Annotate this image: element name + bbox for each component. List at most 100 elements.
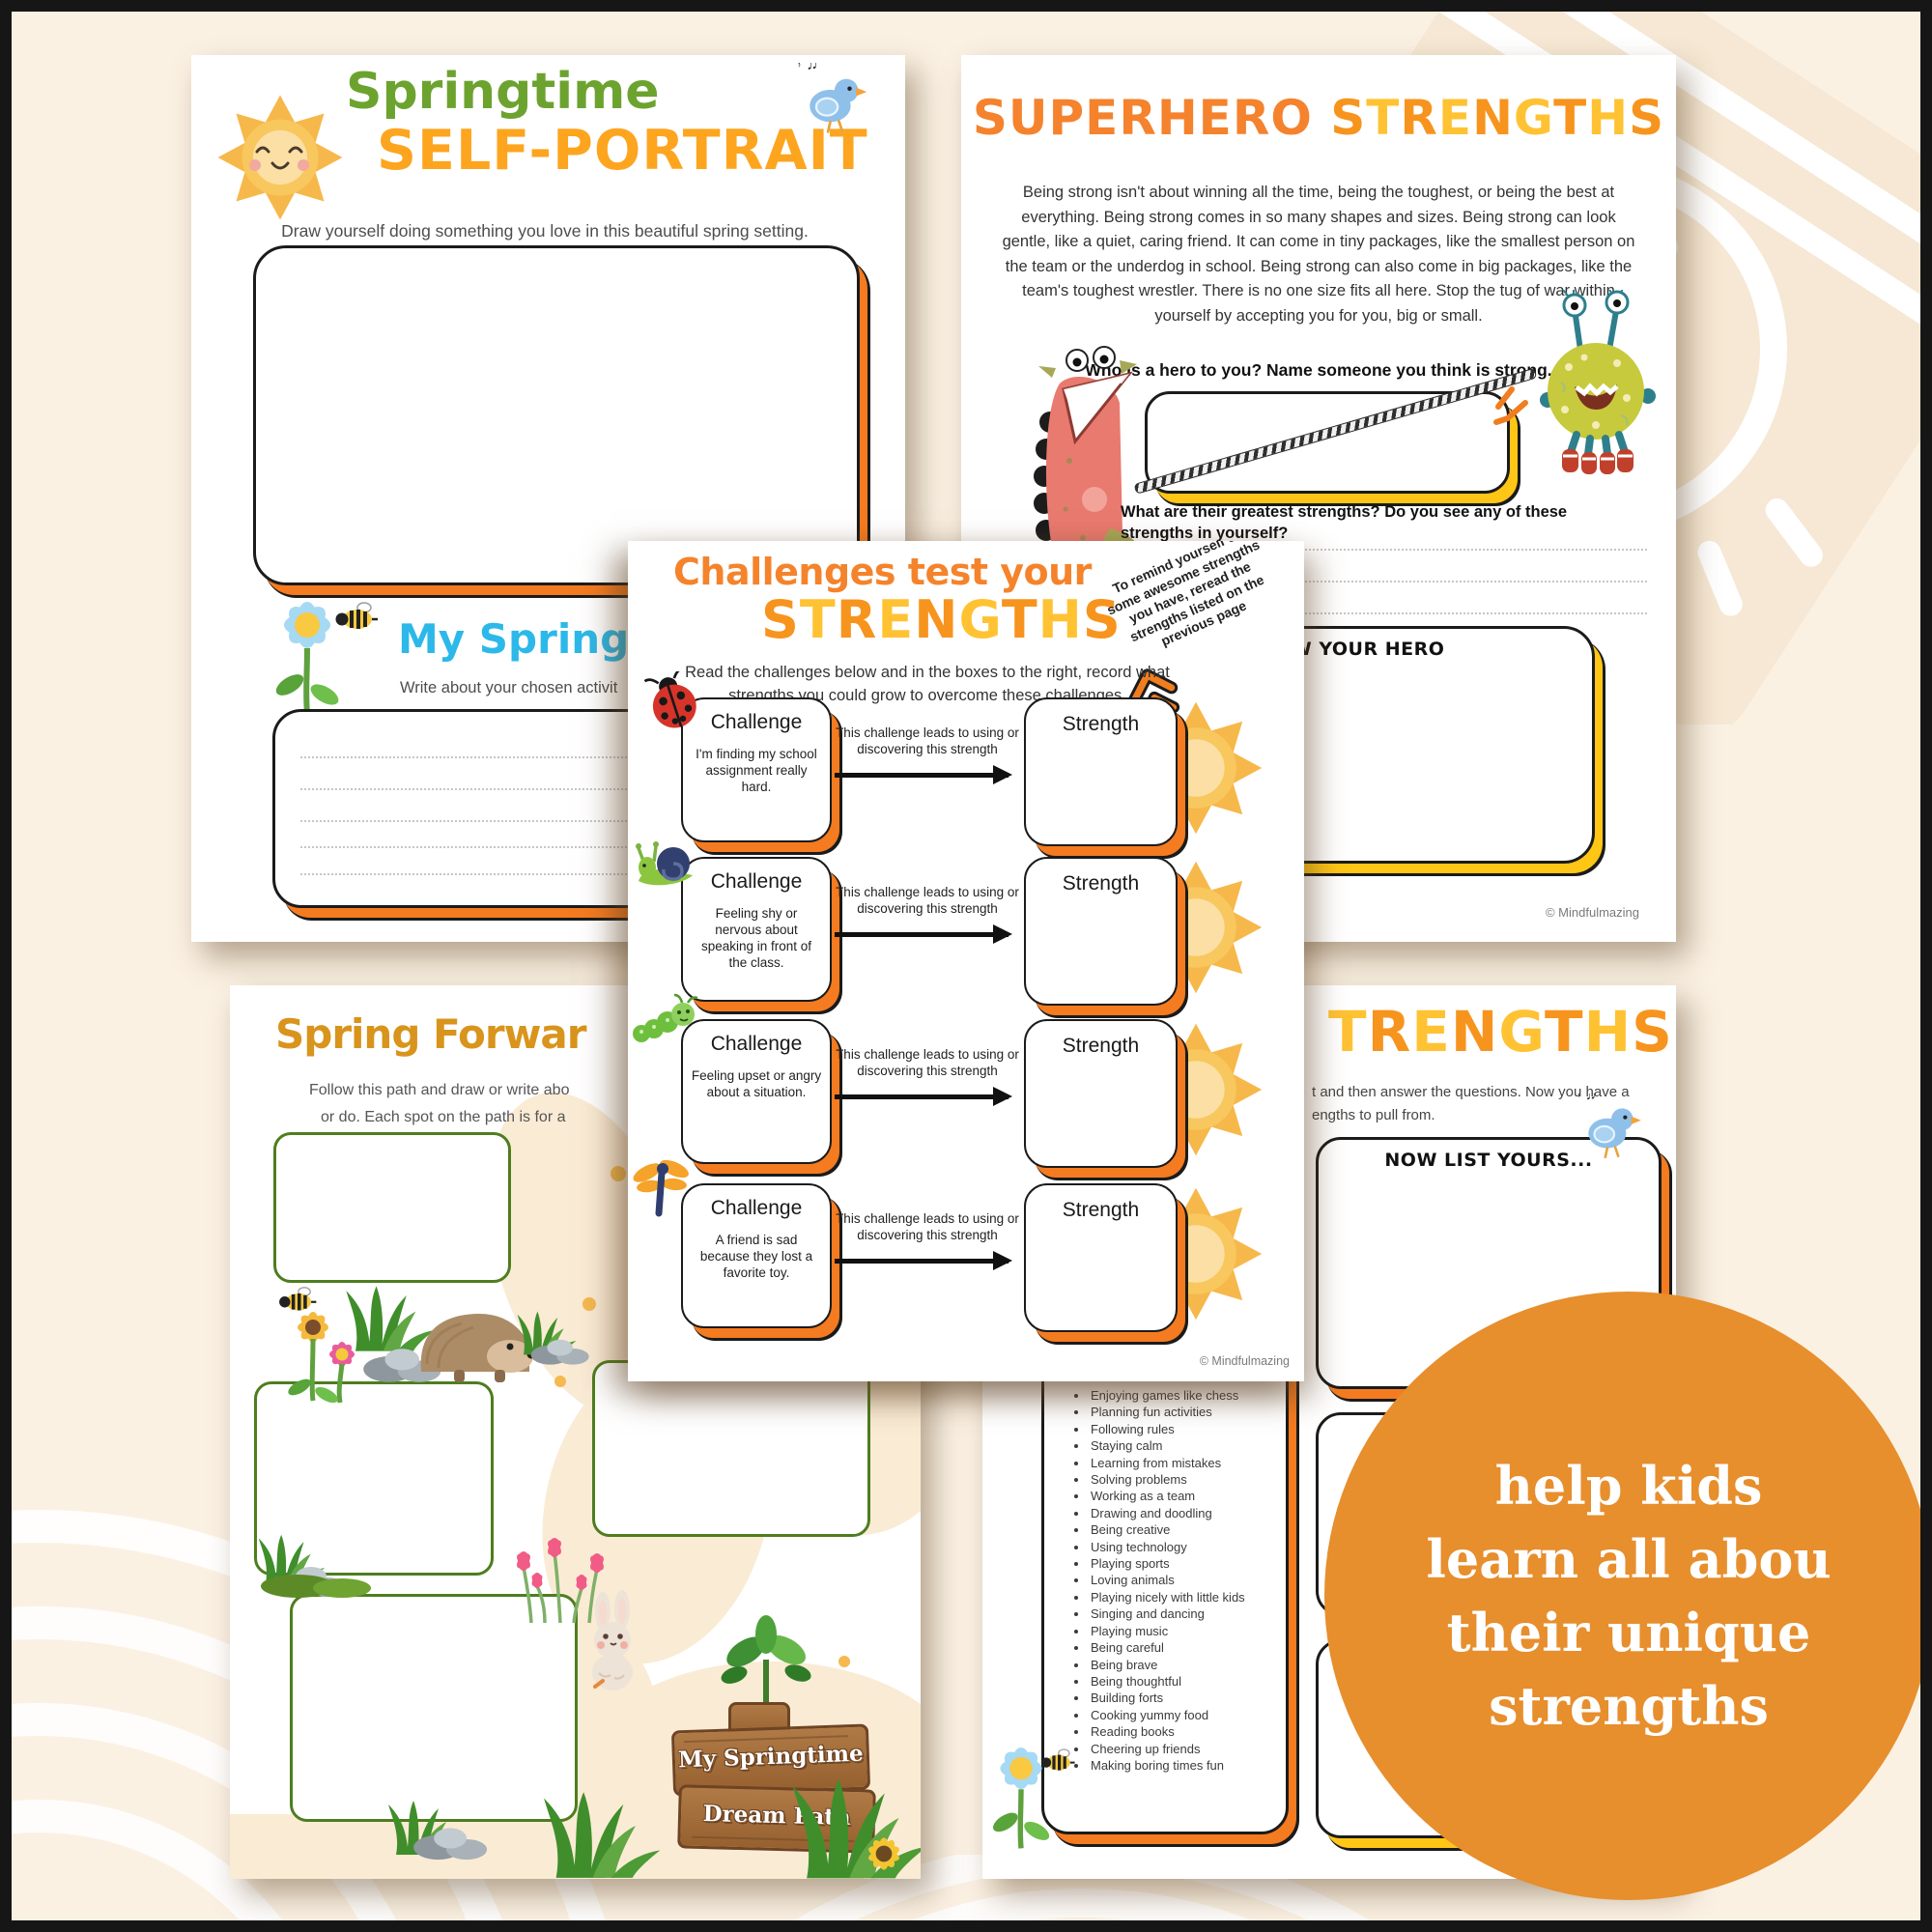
page-title-springtime: Springtime [346,63,660,121]
challenge-label: Challenge [710,711,803,733]
strength-label: Strength [1062,1035,1140,1057]
strength-list-item: Being creative [1089,1521,1276,1538]
page-title-superhero-strengths: SUPERHERO STRENGTHS [961,90,1676,146]
bluebird-icon [1577,1094,1643,1159]
caterpillar-icon [633,993,698,1042]
seedling-plant-icon [721,1615,811,1704]
strength-list-item: Staying calm [1089,1437,1276,1454]
strength-list-item: Using technology [1089,1539,1276,1555]
marketing-badge-circle: help kids learn all abou their unique st… [1324,1292,1932,1900]
intro-paragraph: Being strong isn't about winning all the… [1002,184,1635,325]
strengths-question: What are their greatest strengths? Do yo… [1121,503,1568,542]
hero-question: Who is a hero to you? Name someone you t… [1085,360,1552,380]
copyright-text: © Mindfulmazing [1199,1354,1290,1368]
page-subtitle-line1: t and then answer the questions. Now you… [1312,1084,1630,1100]
activity-section-subtitle: Write about your chosen activit [400,679,618,696]
pink-tulips-icon [517,1538,604,1624]
strength-box-1: Strength [1024,697,1178,846]
arrow-right-icon [835,1251,1012,1269]
bunny-icon [592,1590,633,1690]
arrow-caption: This challenge leads to using or discove… [836,725,1019,756]
reminder-note: To remind yourself of some awesome stren… [1104,541,1266,649]
page-title-strengths: TRENGTHS [1328,999,1673,1065]
strength-list-item: Building forts [1089,1690,1276,1706]
bottom-arcs-decoration [776,1855,1388,1932]
now-list-yours-label: NOW LIST YOURS... [1384,1150,1593,1171]
strength-list-item: Being brave [1089,1657,1276,1673]
drawing-box [253,245,860,585]
page-title-line2: STRENGTHS [761,589,1122,650]
hero-name-input-box [1145,391,1510,494]
sunflower-icon [867,1836,901,1871]
strength-box-4: Strength [1024,1183,1178,1332]
challenge-text: I'm finding my school assignment really … [696,747,817,794]
challenge-text: A friend is sad because they lost a favo… [699,1233,813,1280]
strength-label: Strength [1062,872,1140,895]
strength-label: Strength [1062,713,1140,735]
strength-label: Strength [1062,1199,1140,1221]
strength-list-item: Planning fun activities [1089,1404,1276,1420]
strength-list-item: Solving problems [1089,1471,1276,1488]
path-spot-box-4 [290,1594,578,1822]
challenge-text: Feeling upset or angry about a situation… [691,1068,822,1099]
challenge-label: Challenge [710,1197,803,1219]
page-subtitle-line1: Follow this path and draw or write abo [309,1082,570,1098]
grass-icon [544,1792,661,1878]
strength-list-item: Being thoughtful [1089,1673,1276,1690]
strength-list-item: Singing and dancing [1089,1605,1276,1622]
strength-list-item: Playing music [1089,1623,1276,1639]
challenge-text: Feeling shy or nervous about speaking in… [700,906,812,970]
challenge-box-4: Challenge A friend is sad because they l… [681,1183,832,1328]
strength-box-2: Strength [1024,857,1178,1006]
daisy-flowers-icon [288,1312,355,1404]
bluebird-icon [798,63,868,133]
badge-text-line: help kids [1494,1455,1763,1517]
smiling-sun-icon [217,95,343,220]
snail-icon [636,841,693,886]
bee-icon [333,601,380,631]
challenge-box-3: Challenge Feeling upset or angry about a… [681,1019,832,1164]
page-subtitle-line2: or do. Each spot on the path is for a [321,1109,566,1125]
strength-list-item: Working as a team [1089,1488,1276,1504]
page-title-line1: Challenges test your [673,551,1092,593]
page-title-spring-forward: Spring Forwar [275,1010,586,1058]
strength-list-item: Loving animals [1089,1572,1276,1588]
arrow-right-icon [835,924,1012,943]
strength-list-item: Cooking yummy food [1089,1707,1276,1723]
path-spot-box-1 [273,1132,511,1283]
rocks-icon [530,1339,589,1365]
arrow-right-icon [835,765,1012,783]
corner-arcs-decoration [0,1510,609,1932]
copyright-text: © Mindfulmazing [1545,905,1639,920]
challenge-box-2: Challenge Feeling shy or nervous about s… [681,857,832,1002]
strength-list-item: Drawing and doodling [1089,1505,1276,1521]
strength-list-item: Playing nicely with little kids [1089,1589,1276,1605]
strength-list-item: Reading books [1089,1723,1276,1740]
strengths-list: Enjoying games like chessPlanning fun ac… [1067,1387,1276,1774]
strength-list-item: Being careful [1089,1639,1276,1656]
arrow-right-icon [835,1087,1012,1105]
strength-list-item: Enjoying games like chess [1089,1387,1276,1404]
moss-icon [261,1575,371,1598]
page-title-self-portrait: SELF-PORTRAIT [377,119,868,183]
strength-list-item: Following rules [1089,1421,1276,1437]
ladybug-icon [643,671,696,728]
rocks-icon [413,1828,488,1861]
bee-icon [1039,1747,1077,1773]
challenge-label: Challenge [710,870,803,893]
worksheet-superhero-strengths-page: SUPERHERO STRENGTHS Being strong isn't a… [961,55,1676,942]
strength-list-item: Making boring times fun [1089,1757,1276,1774]
arrow-caption: This challenge leads to using or discove… [836,1047,1019,1078]
arrow-caption: This challenge leads to using or discove… [836,1211,1019,1242]
path-spot-box-2 [254,1381,494,1576]
badge-text-line: strengths [1489,1675,1769,1737]
page-subtitle: Read the challenges below and in the box… [685,664,1170,704]
strength-box-3: Strength [1024,1019,1178,1168]
strength-list-item: Learning from mistakes [1089,1455,1276,1471]
path-spot-box-3 [592,1360,870,1537]
challenge-label: Challenge [710,1033,803,1055]
strength-list-item: Cheering up friends [1089,1741,1276,1757]
activity-section-title: My Springti [398,615,663,663]
green-monster-icon [1540,290,1656,474]
